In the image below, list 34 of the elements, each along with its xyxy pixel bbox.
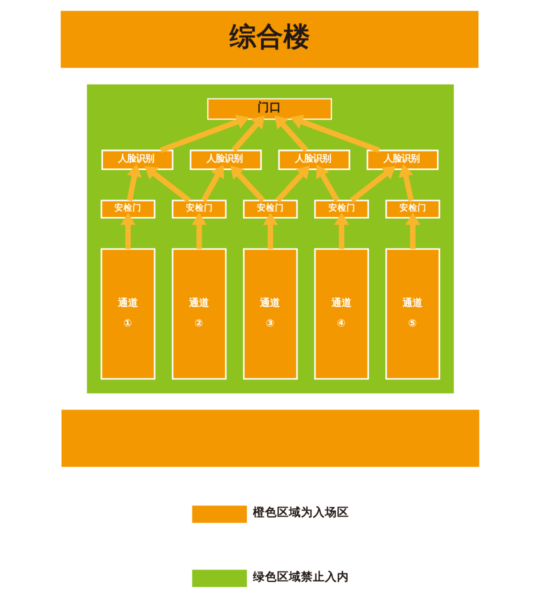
node-box: 通道 ① [100,248,156,380]
node-box: 安检门 [100,200,156,219]
arrow [126,164,142,201]
arrow [160,114,250,153]
arrow [290,114,380,153]
arrow [120,212,136,249]
node-box: 安检门 [172,200,227,219]
arrow [144,166,191,203]
arrow [398,164,414,202]
arrow [316,164,340,202]
node-box: 人脸识别 [101,150,174,170]
node-box [62,410,480,467]
arrow [192,212,207,249]
node-box: 综合楼 [60,10,478,68]
arrow [201,164,224,202]
node-box: 通道 ⑤ [385,248,440,380]
node-box: 通道 ④ [314,248,369,380]
legend-label: 橙色区域为入场区 [253,505,350,520]
node-box: 门口 [207,98,332,120]
node-box: 通道 ③ [243,248,298,380]
node-box: 人脸识别 [366,150,439,170]
legend-label: 绿色区域禁止入内 [253,569,350,584]
arrow [276,165,310,202]
node-box: 安检门 [243,200,298,219]
arrow [405,212,420,249]
node-box: 安检门 [314,200,369,219]
arrow [230,166,266,202]
arrow [334,212,350,249]
node-box: 安检门 [385,200,440,219]
node-box: 通道 ② [172,248,227,380]
arrow [262,212,278,249]
arrow [350,166,396,203]
node-box: 人脸识别 [190,150,262,170]
node-box: 人脸识别 [278,150,350,170]
